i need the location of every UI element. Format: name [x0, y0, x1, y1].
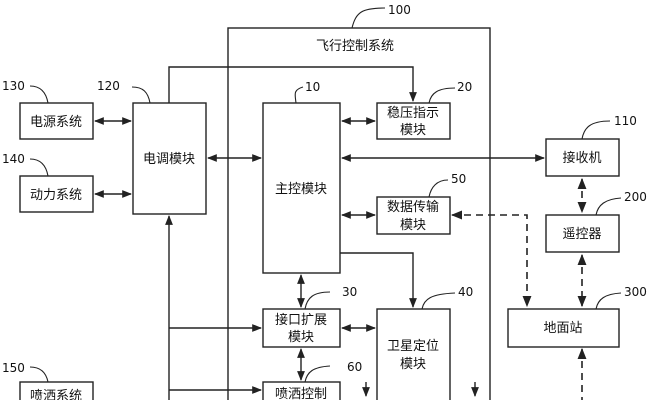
- main-control-label: 主控模块: [275, 182, 327, 197]
- voltage-indicator-label-line1: 稳压指示: [387, 105, 439, 121]
- voltage-indicator-block: [376, 102, 451, 140]
- leader-200: [595, 197, 622, 216]
- leader-20: [428, 87, 456, 104]
- data-transmission-label-line2: 模块: [400, 218, 426, 233]
- flight-control-system-title: 飞行控制系统: [316, 39, 394, 54]
- ref-130: 130: [2, 79, 25, 93]
- satellite-positioning-block: [376, 308, 451, 400]
- leader-100: [351, 7, 386, 29]
- leader-130: [29, 85, 49, 104]
- leader-30: [304, 291, 331, 310]
- esc-module-label: 电调模块: [143, 152, 195, 167]
- ref-140: 140: [2, 152, 25, 166]
- ground-station-label: 地面站: [543, 321, 582, 336]
- spray-system-label: 喷洒系统: [30, 389, 82, 400]
- spray-control-label: 喷洒控制: [275, 387, 327, 400]
- leader-60: [304, 365, 331, 383]
- spray-control-block: [262, 381, 341, 400]
- interface-extension-label-line2: 模块: [288, 330, 314, 345]
- remote-controller-label: 遥控器: [562, 227, 601, 242]
- drive-system-block: [19, 175, 94, 213]
- ground-station-block: [507, 308, 620, 348]
- ref-60: 60: [347, 360, 362, 374]
- data-transmission-block: [376, 196, 451, 235]
- receiver-label: 接收机: [562, 150, 601, 166]
- interface-extension-block: [262, 308, 341, 348]
- leader-110: [581, 120, 611, 140]
- ref-200: 200: [624, 190, 647, 204]
- ref-110: 110: [614, 114, 637, 128]
- ref-10: 10: [305, 80, 320, 94]
- receiver-block: [545, 138, 620, 177]
- ref-100: 100: [388, 3, 411, 17]
- satellite-positioning-label-line2: 模块: [400, 357, 426, 372]
- power-system-block: [19, 102, 94, 140]
- leader-40: [421, 292, 456, 310]
- leader-10: [294, 86, 304, 104]
- ref-150: 150: [2, 361, 25, 375]
- dashed-data-ground: [450, 210, 532, 308]
- power-system-label: 电源系统: [30, 115, 82, 130]
- remote-controller-block: [545, 214, 620, 253]
- main-control-block: [262, 102, 341, 274]
- voltage-indicator-label-line2: 模块: [400, 123, 426, 138]
- spray-system-block: [19, 381, 94, 400]
- leader-300: [595, 292, 622, 310]
- ref-40: 40: [458, 285, 473, 299]
- ref-300: 300: [624, 285, 647, 299]
- data-transmission-label-line1: 数据传输: [387, 199, 439, 215]
- drive-system-label: 动力系统: [30, 188, 82, 203]
- esc-module-block: [132, 102, 207, 215]
- ref-120: 120: [97, 79, 120, 93]
- leader-50: [428, 179, 449, 198]
- leader-140: [29, 158, 49, 177]
- ref-30: 30: [342, 285, 357, 299]
- arrow-main-satellite: [340, 252, 417, 308]
- arrow-esc-voltage: [168, 66, 417, 103]
- ref-50: 50: [451, 172, 466, 186]
- interface-extension-label-line1: 接口扩展: [275, 312, 327, 328]
- satellite-positioning-label-line1: 卫星定位: [387, 339, 439, 354]
- ref-20: 20: [457, 80, 472, 94]
- leader-150: [29, 366, 49, 383]
- leader-120: [131, 86, 151, 104]
